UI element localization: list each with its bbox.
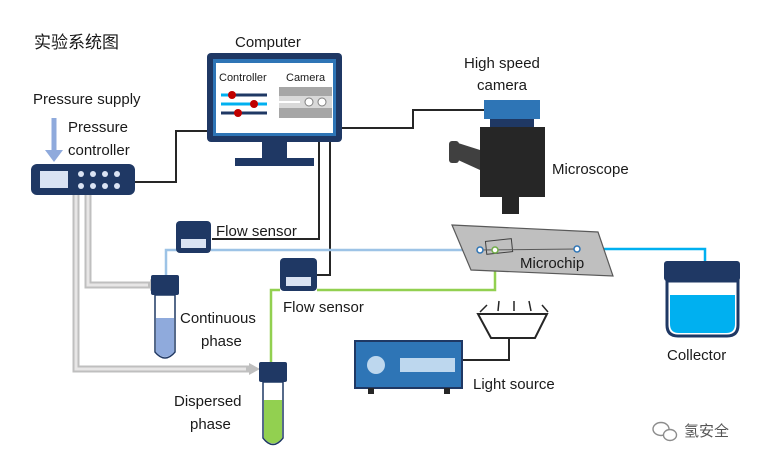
- arrow-head-dispersed: [249, 363, 260, 375]
- dispersed-phase-tube: [259, 362, 287, 446]
- flow-sensor-middle: [280, 258, 317, 291]
- label-pressure-controller-line1: Pressure: [68, 119, 128, 136]
- pressure-controller: [31, 164, 135, 195]
- microscope: [449, 127, 545, 214]
- computer-monitor: [207, 53, 342, 166]
- computer-flowsensor-mid-cable: [316, 141, 331, 276]
- computer-camera-cable: [342, 109, 484, 129]
- lamp: [476, 300, 549, 339]
- computer-flowsensor-top-cable: [212, 141, 320, 240]
- label-computer: Computer: [235, 34, 301, 51]
- controller-computer-cable: [135, 130, 207, 183]
- label-controller-panel: Controller: [219, 72, 267, 84]
- dispersed-phase-tubing: [269, 288, 280, 362]
- label-pressure-supply: Pressure supply: [33, 91, 141, 108]
- label-high-speed-camera-line2: camera: [477, 77, 528, 94]
- pressure-line-dispersed-inner: [74, 194, 246, 371]
- high-speed-camera: [484, 100, 540, 127]
- label-high-speed-camera-line1: High speed: [464, 55, 540, 72]
- pressure-line-continuous-inner: [86, 194, 148, 287]
- outlet-tubing: [578, 247, 707, 264]
- label-microchip: Microchip: [520, 255, 584, 272]
- light-source-box: [354, 340, 463, 394]
- lightsource-lamp-cable: [462, 338, 510, 361]
- continuous-phase-tubing: [164, 248, 180, 275]
- pressure-line-continuous: [84, 194, 152, 289]
- label-flow-sensor-top: Flow sensor: [216, 223, 297, 240]
- label-dispersed-phase-line2: phase: [190, 416, 231, 433]
- wechat-logo-icon: [652, 421, 678, 442]
- collector: [664, 261, 740, 338]
- label-dispersed-phase-line1: Dispersed: [174, 393, 242, 410]
- flow-sensor-top: [176, 221, 211, 253]
- pressure-supply-arrow-icon: [45, 150, 63, 162]
- diagram-title: 实验系统图: [34, 33, 119, 53]
- microchip: [451, 224, 614, 277]
- label-continuous-phase-line2: phase: [201, 333, 242, 350]
- continuous-phase-tube: [151, 275, 179, 359]
- label-flow-sensor-middle: Flow sensor: [283, 299, 364, 316]
- label-pressure-controller-line2: controller: [68, 142, 130, 159]
- label-continuous-phase-line1: Continuous: [180, 310, 256, 327]
- label-camera-panel: Camera: [286, 72, 326, 84]
- label-collector: Collector: [667, 347, 726, 364]
- watermark-text: 氢安全: [684, 422, 729, 440]
- label-microscope: Microscope: [552, 161, 629, 178]
- label-light-source: Light source: [473, 376, 555, 393]
